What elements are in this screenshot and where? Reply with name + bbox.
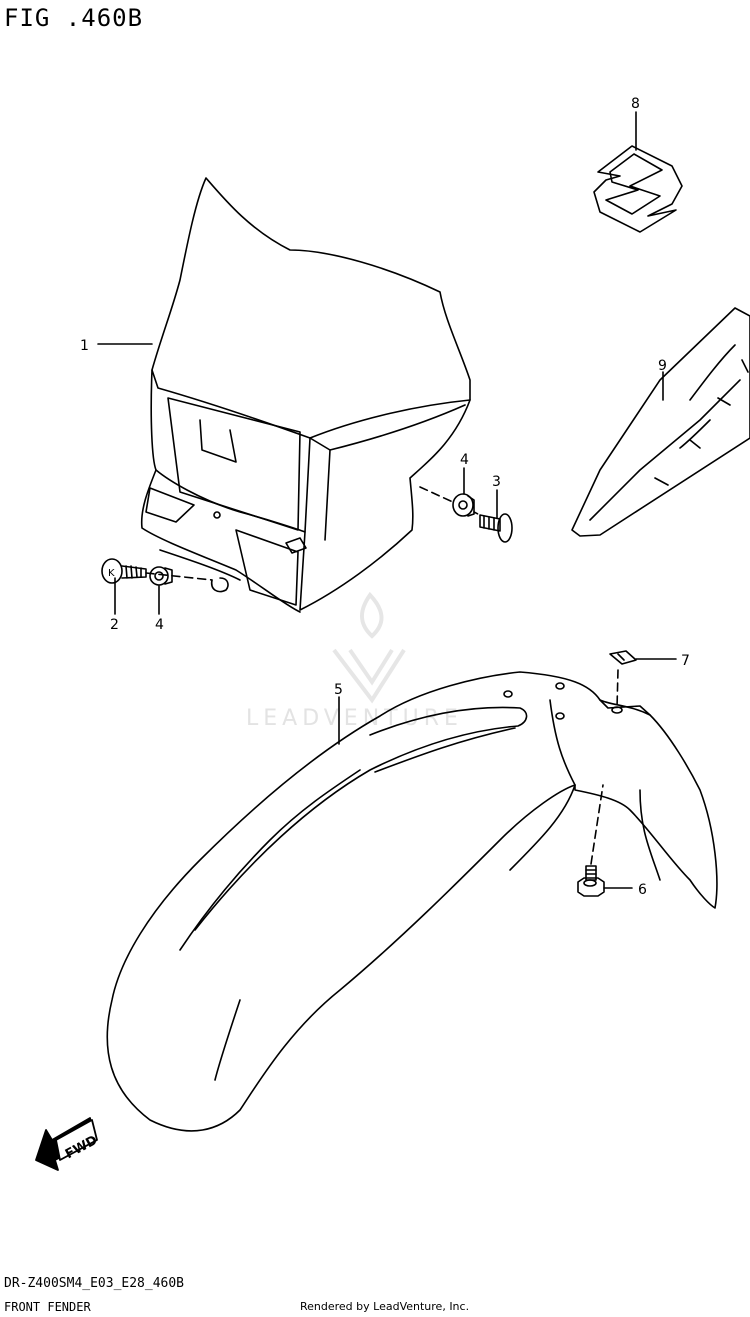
assembly-line-screw — [473, 511, 481, 516]
fwd-arrow: FWD — [35, 1117, 100, 1171]
callout-4a: 4 — [460, 452, 469, 468]
grommet-part-4a — [149, 566, 173, 586]
callout-7: 7 — [681, 653, 690, 669]
callout-8: 8 — [631, 96, 640, 112]
bolt-part-2: K — [101, 558, 147, 584]
decal-part-9 — [571, 307, 750, 537]
model-code: DR-Z400SM4_E03_E28_460B — [4, 1276, 185, 1291]
section-name: FRONT FENDER — [4, 1300, 91, 1314]
assembly-line-flange-bolt — [590, 784, 604, 865]
svg-text:K: K — [108, 568, 115, 579]
clip-nut-part-7 — [609, 650, 637, 665]
callout-1: 1 — [80, 338, 89, 354]
watermark-logo — [332, 591, 406, 704]
callout-2: 2 — [110, 617, 119, 633]
headlight-cover-part — [140, 177, 471, 613]
grommet-part-4b — [452, 493, 475, 517]
front-fender-part — [106, 671, 718, 1132]
emblem-part-8 — [593, 145, 683, 233]
rendered-by-credit: Rendered by LeadVenture, Inc. — [300, 1300, 470, 1313]
flange-bolt-part-6 — [577, 865, 605, 897]
assembly-line-clip — [616, 669, 619, 709]
callout-9: 9 — [658, 358, 667, 374]
assembly-line-bolt — [145, 572, 213, 581]
screw-part-3 — [479, 513, 513, 543]
figure-title: FIG .460B — [4, 4, 144, 32]
callout-3: 3 — [492, 474, 501, 490]
assembly-line-grommet — [419, 486, 456, 504]
callout-6: 6 — [638, 882, 647, 898]
callout-5: 5 — [334, 682, 343, 698]
callout-4b: 4 — [155, 617, 164, 633]
